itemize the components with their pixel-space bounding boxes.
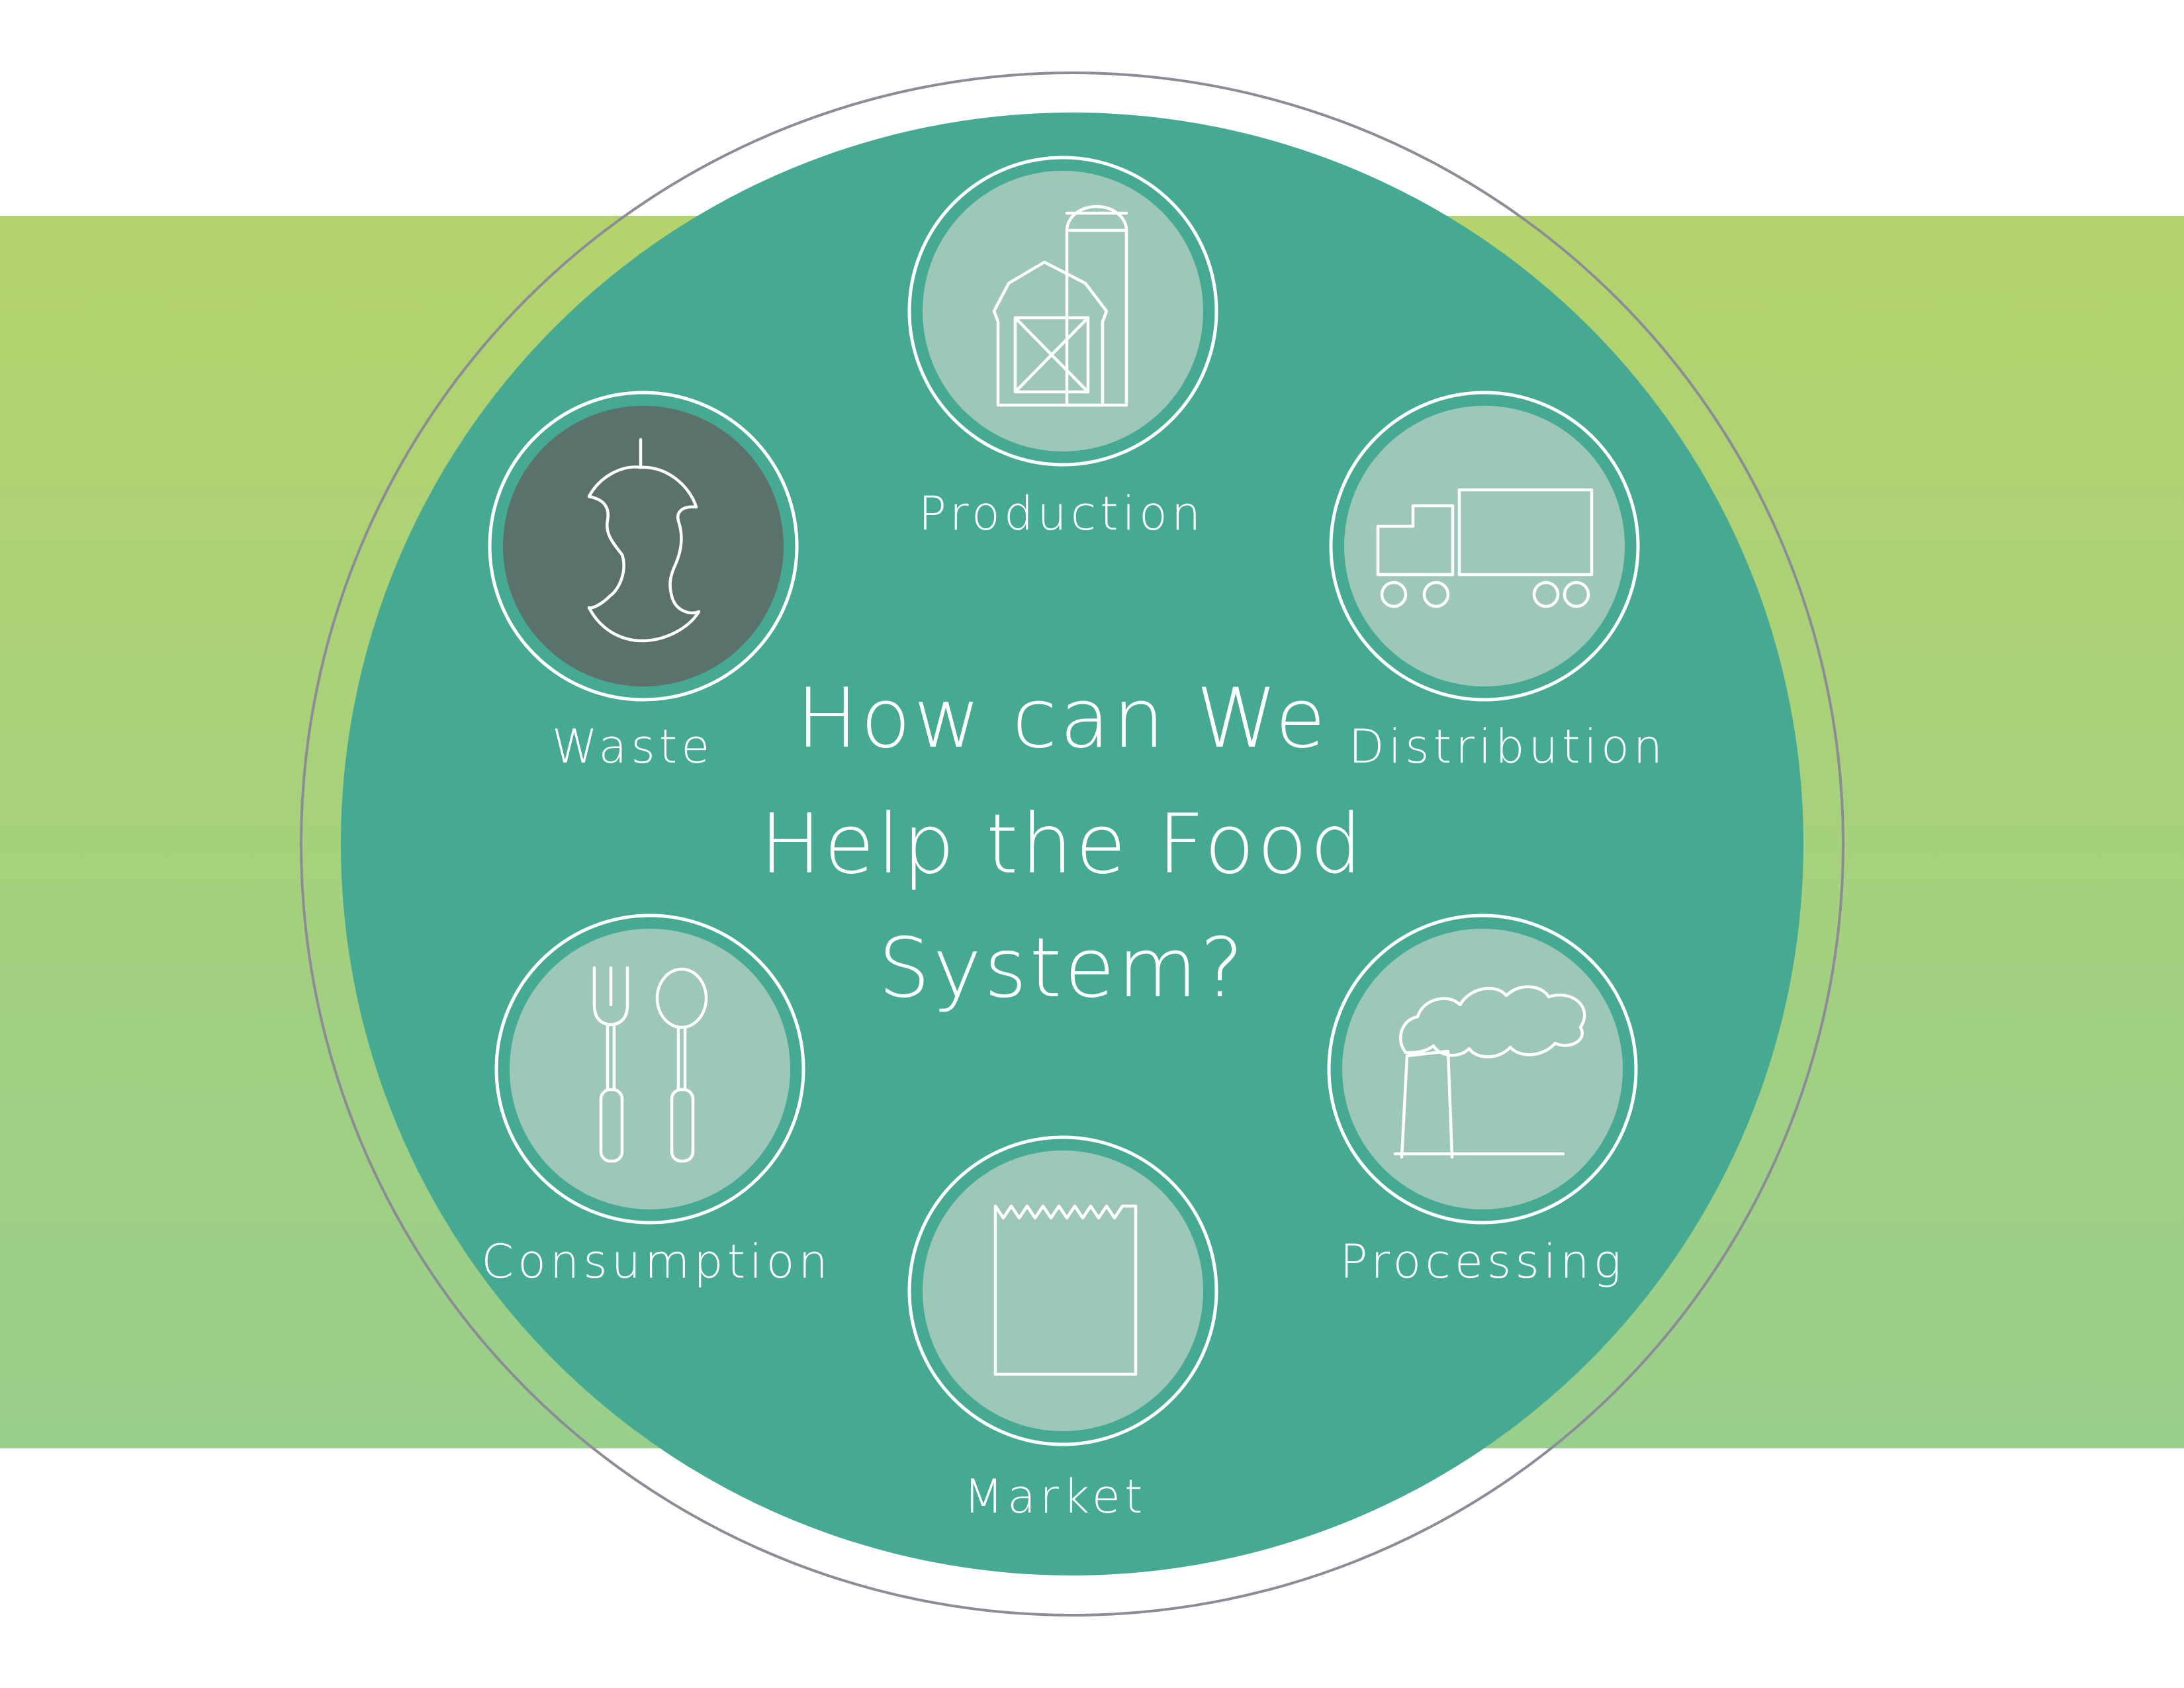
stage-processing[interactable]: Processing (1327, 914, 1638, 1289)
question-line-2: Help the Food (760, 797, 1365, 892)
factory-smoke-icon (1393, 985, 1586, 1159)
outer-ring (300, 71, 1844, 1617)
stage-label-market: Market (964, 1470, 1147, 1524)
stage-waste[interactable]: Waste (488, 391, 799, 774)
stage-market[interactable]: Market (907, 1135, 1218, 1524)
central-question: How can We Help the Food System? (760, 671, 1365, 1016)
paper-bag-icon (993, 1204, 1138, 1376)
stage-label-production: Production (919, 487, 1205, 541)
stage-label-distribution: Distribution (1349, 720, 1666, 774)
barn-silo-icon (992, 205, 1128, 407)
question-line-3: System? (878, 921, 1246, 1016)
stage-label-processing: Processing (1340, 1235, 1625, 1289)
fork-spoon-icon (592, 966, 708, 1163)
question-line-1: How can We (796, 671, 1328, 767)
stage-label-consumption: Consumption (481, 1235, 832, 1289)
stage-label-waste: Waste (552, 720, 714, 774)
stage-distribution[interactable]: Distribution (1329, 391, 1666, 774)
stage-production[interactable]: Production (907, 156, 1218, 541)
apple-core-icon (587, 438, 701, 643)
stage-consumption[interactable]: Consumption (481, 914, 832, 1289)
truck-icon (1376, 488, 1594, 608)
